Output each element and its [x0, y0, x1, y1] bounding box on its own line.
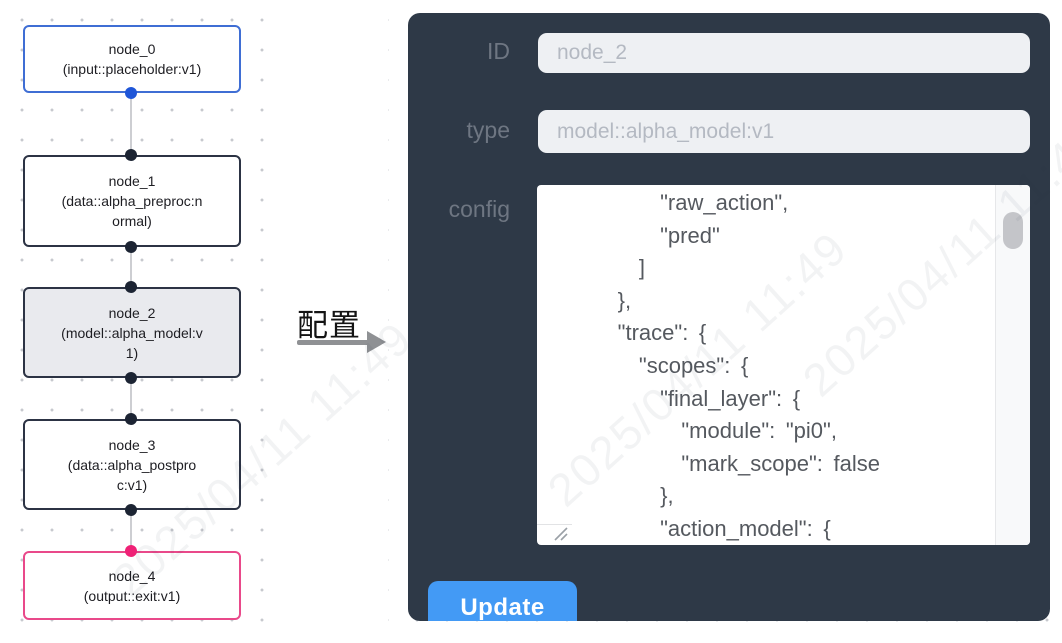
port-node0-out[interactable] [125, 87, 137, 99]
edge-node0-node1 [130, 93, 132, 157]
id-field-label: ID [487, 38, 510, 64]
port-node3-in[interactable] [125, 413, 137, 425]
node-title: node_2 [108, 304, 156, 321]
port-node4-in[interactable] [125, 545, 137, 557]
node-subtitle: (data::alpha_postproc:v1) [67, 456, 197, 493]
flow-node-node_0[interactable]: node_0 (input::placeholder:v1) [23, 25, 241, 93]
port-node3-out[interactable] [125, 504, 137, 516]
port-node1-in[interactable] [125, 149, 137, 161]
flow-node-node_1[interactable]: node_1 (data::alpha_preproc:normal) [23, 155, 241, 247]
update-button[interactable]: Update [428, 581, 577, 621]
right-arrow-head-icon [367, 331, 386, 353]
type-input[interactable] [538, 110, 1030, 153]
node-subtitle: (model::alpha_model:v1) [61, 324, 203, 361]
config-textarea[interactable]: "raw_action", "pred" ] }, "trace": { "sc… [537, 185, 1030, 545]
node-subtitle: (output::exit:v1) [83, 587, 181, 604]
node-title: node_0 [108, 41, 156, 57]
port-node2-out[interactable] [125, 372, 137, 384]
node-title: node_4 [108, 567, 156, 584]
node-title: node_3 [108, 436, 156, 453]
config-json-text[interactable]: "raw_action", "pred" ] }, "trace": { "sc… [617, 190, 880, 541]
config-panel: ID type config "raw_action", "pred" ] },… [408, 13, 1050, 621]
node-subtitle: (input::placeholder:v1) [62, 61, 202, 77]
resize-grip-icon [554, 527, 568, 541]
type-field-label: type [466, 117, 510, 143]
node-title: node_1 [108, 173, 156, 189]
resize-handle[interactable] [537, 524, 572, 545]
port-node2-in[interactable] [125, 281, 137, 293]
edge-node1-node2 [130, 247, 132, 289]
config-annotation-label: 配置 [297, 308, 361, 343]
port-node1-out[interactable] [125, 241, 137, 253]
scrollbar-thumb[interactable] [1003, 212, 1023, 249]
config-field-label: config [448, 196, 510, 222]
edge-node3-node4 [130, 510, 132, 553]
flow-node-node_3[interactable]: node_3 (data::alpha_postproc:v1) [23, 419, 241, 510]
scrollbar-track[interactable] [995, 185, 1030, 545]
id-input[interactable] [538, 33, 1030, 73]
right-arrow-icon [297, 340, 369, 345]
flow-node-node_2[interactable]: node_2 (model::alpha_model:v1) [23, 287, 241, 378]
edge-node2-node3 [130, 378, 132, 421]
node-subtitle: (data::alpha_preproc:normal) [61, 193, 203, 229]
flow-node-node_4[interactable]: node_4 (output::exit:v1) [23, 551, 241, 620]
